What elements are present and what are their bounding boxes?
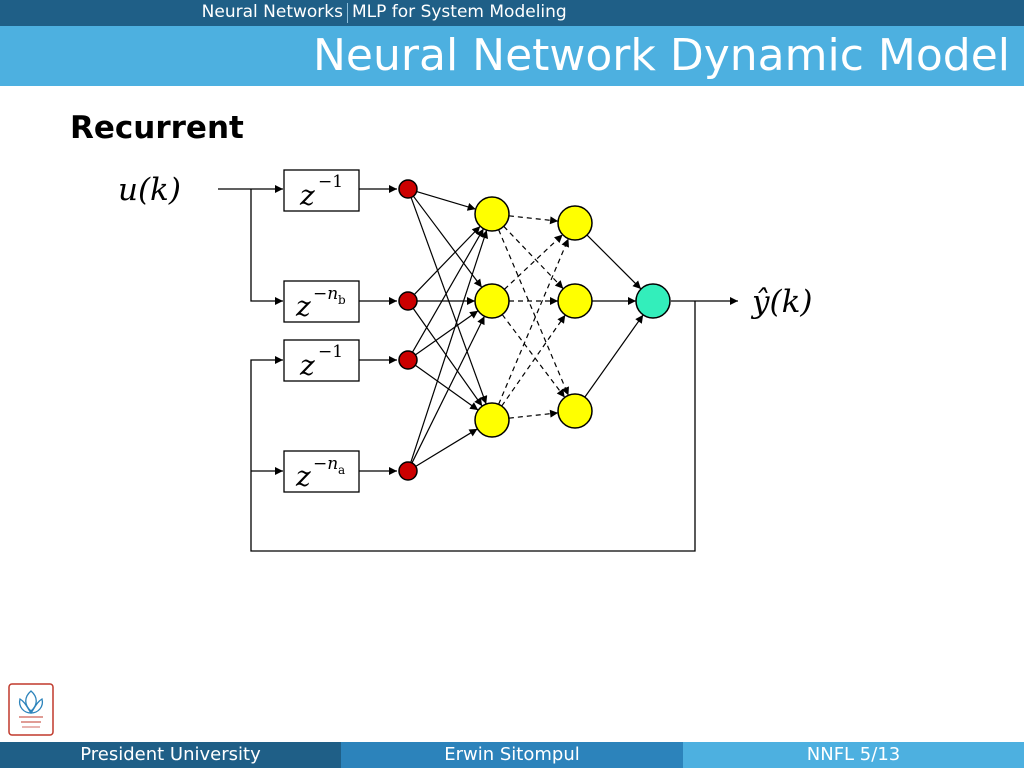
input-node-2	[398, 291, 418, 311]
delay-nb-subscript: b	[338, 293, 346, 307]
edge-input-3-hidden1-1	[411, 228, 485, 353]
delay-nb-exponent: −n	[313, 284, 338, 304]
delay-block-2: z −1	[283, 339, 360, 382]
edge-hidden1-3-hidden2-3	[508, 409, 559, 419]
edge-hidden1-1-hidden2-3	[498, 229, 569, 396]
title-bar: Neural Network Dynamic Model	[0, 26, 1024, 86]
delay-block-1: z −1	[283, 169, 360, 212]
section-heading: Recurrent	[70, 110, 244, 146]
feedback-line	[250, 301, 696, 552]
edge-input-1-hidden1-1	[416, 190, 476, 211]
nav-subsection-mlp[interactable]: MLP for System Modeling	[352, 2, 567, 22]
delay-2-exponent: −1	[318, 342, 343, 362]
footer-bar: President University Erwin Sitompul NNFL…	[0, 742, 1024, 768]
edge-hidden1-1-hidden2-2	[503, 225, 564, 290]
hidden-layer1-node-3	[474, 402, 510, 438]
delay-block-na: z −n a	[283, 450, 360, 493]
input-label: u(k)	[118, 172, 181, 208]
edge-input-1-hidden1-2	[412, 195, 483, 288]
edge-input-4-hidden1-1	[410, 229, 489, 463]
input-branch-line	[250, 189, 283, 305]
nav-separator	[347, 3, 348, 23]
edge-input-2-hidden1-3	[412, 308, 483, 407]
hidden-layer1-node-2	[474, 283, 510, 319]
delay-na-subscript: a	[338, 463, 345, 477]
hidden-layer2-node-1	[557, 205, 593, 241]
edge-input-4-hidden1-3	[415, 428, 478, 467]
input-node-4	[398, 461, 418, 481]
edge-hidden2-3-output	[584, 314, 644, 398]
university-logo	[8, 683, 54, 736]
edge-input-2-hidden1-1	[413, 225, 481, 295]
input-node-3	[398, 350, 418, 370]
delay-1-exponent: −1	[318, 172, 343, 192]
slide-title: Neural Network Dynamic Model	[313, 30, 1010, 81]
delay-nb-symbol: z	[295, 290, 311, 323]
delay-na-symbol: z	[295, 460, 311, 493]
delay-block-nb: z −n b	[283, 280, 360, 323]
edge-hidden1-3-hidden2-1	[498, 238, 569, 405]
delay-na-exponent: −n	[313, 454, 338, 474]
edge-hidden1-3-hidden2-2	[501, 314, 566, 407]
edge-hidden1-2-hidden2-1	[503, 234, 564, 290]
hidden-layer2-node-3	[557, 393, 593, 429]
network-nodes	[398, 179, 671, 481]
network-connections	[410, 190, 644, 467]
delay-2-symbol: z	[299, 349, 315, 382]
input-node-1	[398, 179, 418, 199]
edge-hidden2-1-output	[586, 234, 642, 290]
edge-input-3-hidden1-3	[414, 364, 479, 411]
footer-page-number: NNFL 5/13	[683, 742, 1024, 768]
signal-lines	[218, 185, 738, 552]
delay-1-symbol: z	[299, 179, 315, 212]
top-navigation-bar: Neural Networks MLP for System Modeling	[0, 0, 1024, 26]
edge-hidden1-2-hidden2-3	[501, 314, 566, 398]
output-node	[635, 283, 671, 319]
nav-section-neural-networks[interactable]: Neural Networks	[201, 2, 343, 22]
delay-to-input-arrows	[359, 185, 397, 475]
footer-institution: President University	[0, 742, 341, 768]
output-label: ŷ(k)	[750, 284, 813, 320]
edge-input-4-hidden1-2	[411, 315, 486, 464]
edge-input-3-hidden1-2	[415, 310, 479, 356]
footer-author: Erwin Sitompul	[341, 742, 683, 768]
edge-hidden1-1-hidden2-1	[508, 215, 559, 225]
hidden-layer2-node-2	[557, 283, 593, 319]
hidden-layer1-node-1	[474, 196, 510, 232]
